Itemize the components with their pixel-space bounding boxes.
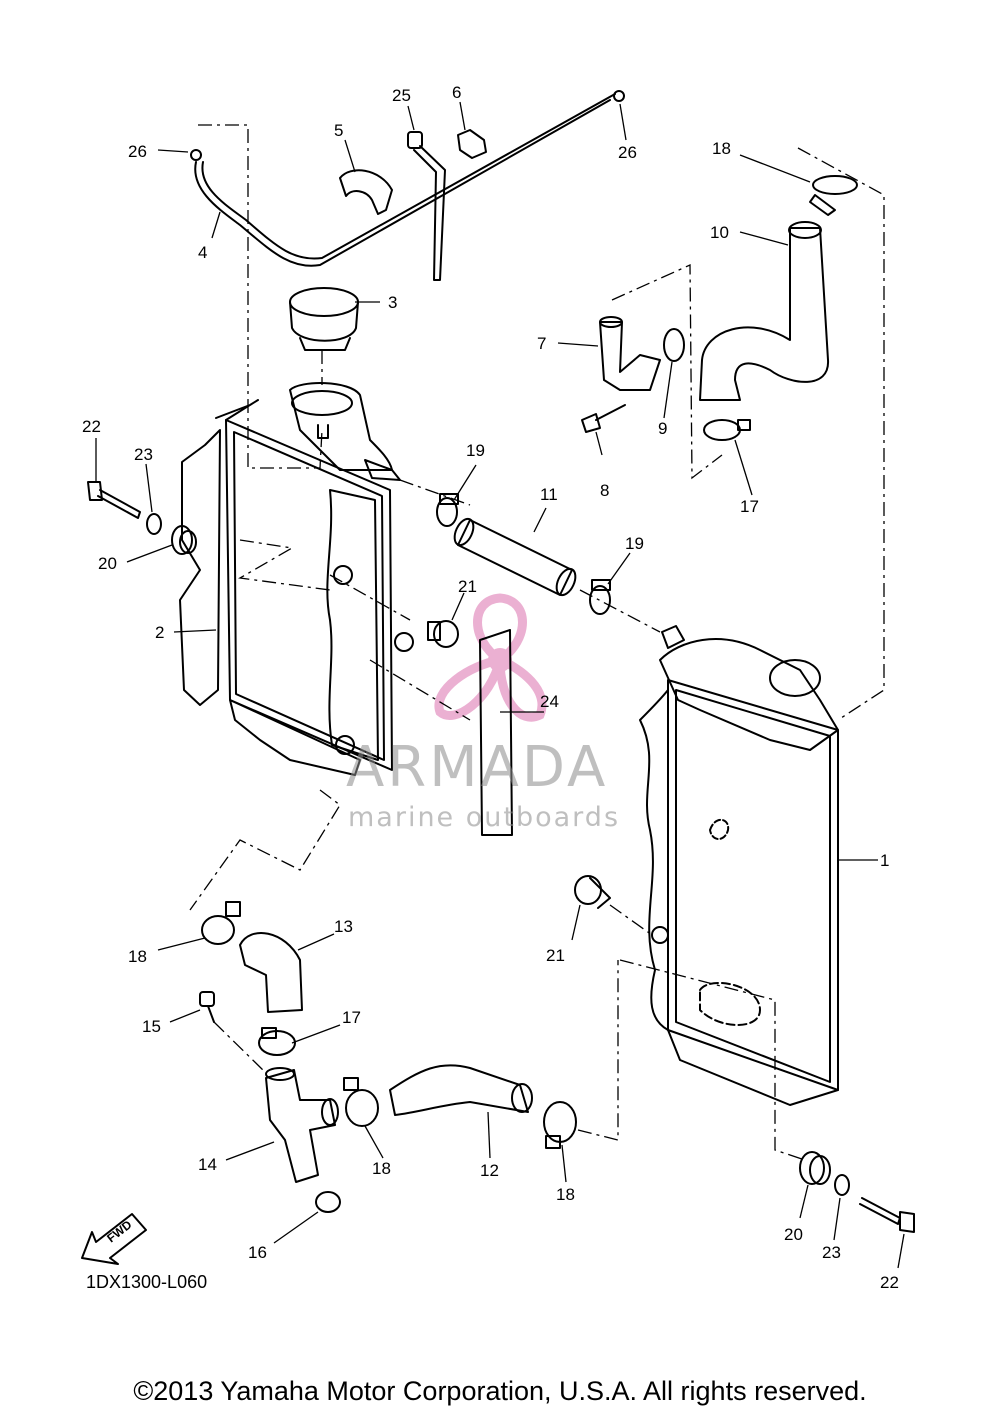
hose-clamp-17-top xyxy=(703,419,751,441)
callout-17-lower: 17 xyxy=(342,1008,361,1027)
callout-10: 10 xyxy=(710,223,729,242)
callout-13: 13 xyxy=(334,917,353,936)
left-radiator xyxy=(179,382,414,776)
radiator-hose-13 xyxy=(239,932,303,1013)
callout-18-lower-left: 18 xyxy=(128,947,147,966)
radiator-hose-12 xyxy=(389,1064,533,1116)
hose-clamp-6 xyxy=(457,129,487,159)
callout-17-top: 17 xyxy=(740,497,759,516)
callout-18-top: 18 xyxy=(712,139,731,158)
callout-19-upper: 19 xyxy=(466,441,485,460)
hose-clamp-19-upper xyxy=(436,493,459,527)
callout-5: 5 xyxy=(334,121,343,140)
callout-16: 16 xyxy=(248,1243,267,1262)
callout-26-left: 26 xyxy=(128,142,147,161)
radiator-pipe xyxy=(453,517,577,597)
hose-clamp-19-lower xyxy=(589,579,611,615)
callout-14: 14 xyxy=(198,1155,217,1174)
callout-26-right: 26 xyxy=(618,143,637,162)
callout-11: 11 xyxy=(540,485,558,504)
hose-clamp-18-top xyxy=(809,175,858,216)
callout-22-right: 22 xyxy=(880,1273,899,1292)
hose-holder-5 xyxy=(339,169,393,215)
bolt-22-left xyxy=(87,481,141,519)
radiator-cap xyxy=(289,287,359,351)
leader-lines xyxy=(95,101,905,1269)
bolt-22-right xyxy=(859,1197,915,1233)
hose-clamp-18-lower-mid xyxy=(343,1077,379,1127)
washer-23-right xyxy=(834,1174,850,1196)
hose-clamp-17-lower xyxy=(258,1027,296,1056)
callout-23-right: 23 xyxy=(822,1243,841,1262)
collar-21-left xyxy=(427,620,459,648)
water-pump-joint-14 xyxy=(265,1067,339,1183)
copyright-notice: ©2013 Yamaha Motor Corporation, U.S.A. A… xyxy=(133,1376,867,1406)
grommet-20-right xyxy=(799,1151,831,1185)
radiator-hose-upper xyxy=(699,221,830,401)
bolt-8 xyxy=(581,404,626,433)
diagram-code: 1DX1300-L060 xyxy=(86,1272,207,1292)
o-ring-9 xyxy=(663,328,685,362)
hose-clamp-18-lower-left xyxy=(201,901,241,945)
callout-20-right: 20 xyxy=(784,1225,803,1244)
callout-21-left: 21 xyxy=(458,577,477,596)
callout-12: 12 xyxy=(480,1161,499,1180)
callout-7: 7 xyxy=(537,334,546,353)
callout-numbers: 1 2 3 4 5 6 7 8 9 10 11 12 13 14 15 16 1… xyxy=(82,83,899,1292)
callout-9: 9 xyxy=(658,419,667,438)
callout-3: 3 xyxy=(388,293,397,312)
fwd-arrow-icon: FWD xyxy=(81,1213,147,1265)
cable-tie-25 xyxy=(407,131,446,281)
washer-23-left xyxy=(146,513,162,535)
hose-joint-7 xyxy=(599,316,661,391)
breather-hose xyxy=(190,90,625,267)
watermark-brand: ARMADA xyxy=(346,735,608,800)
watermark-tagline: marine outboards xyxy=(348,802,620,833)
callout-18-lower-right: 18 xyxy=(556,1185,575,1204)
armada-logo-watermark xyxy=(434,593,547,722)
assembly-lines xyxy=(189,124,885,1161)
right-radiator xyxy=(639,625,839,1106)
callout-23-left: 23 xyxy=(134,445,153,464)
callout-2: 2 xyxy=(155,623,164,642)
callout-6: 6 xyxy=(452,83,461,102)
callout-20-left: 20 xyxy=(98,554,117,573)
o-ring-16 xyxy=(315,1191,341,1213)
collar-21-right xyxy=(574,875,611,909)
callout-15: 15 xyxy=(142,1017,161,1036)
callout-1: 1 xyxy=(880,851,889,870)
callout-21-right: 21 xyxy=(546,946,565,965)
callout-18-lower-mid: 18 xyxy=(372,1159,391,1178)
bolt-15 xyxy=(199,991,215,1023)
callout-25: 25 xyxy=(392,86,411,105)
callout-4: 4 xyxy=(198,243,207,262)
radiator-guard-24 xyxy=(479,629,513,836)
callout-22-left: 22 xyxy=(82,417,101,436)
grommet-20-left xyxy=(171,525,197,555)
callout-24: 24 xyxy=(540,692,559,711)
callout-19-lower: 19 xyxy=(625,534,644,553)
callout-8: 8 xyxy=(600,481,609,500)
hose-clamp-18-lower-right xyxy=(543,1101,577,1149)
